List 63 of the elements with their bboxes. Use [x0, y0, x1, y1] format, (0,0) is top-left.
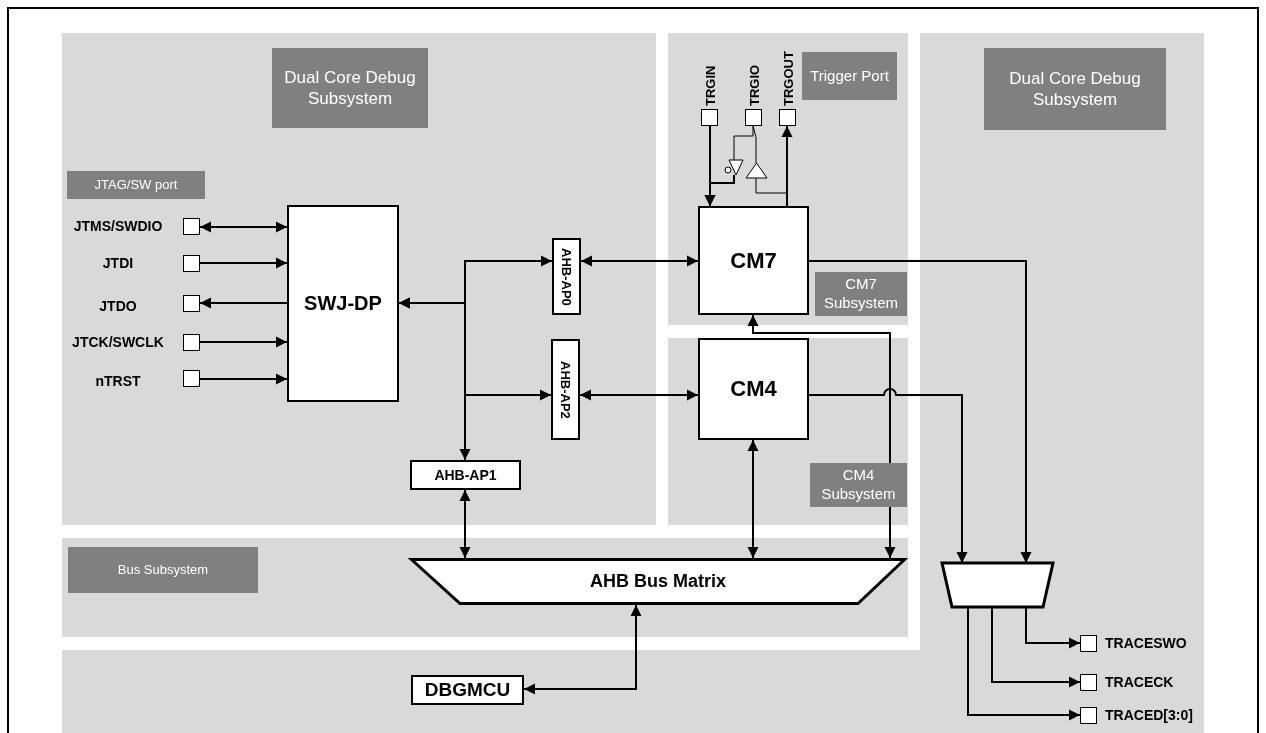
pin-square — [1080, 707, 1097, 724]
connector-arrow — [747, 314, 896, 559]
connector-arrow — [580, 255, 699, 267]
connector-arrow — [808, 388, 968, 564]
pin-square — [1080, 674, 1097, 691]
subsystem-panel — [668, 338, 908, 525]
connector-arrow — [781, 125, 793, 207]
buffer-symbol — [746, 163, 767, 178]
connector-arrow — [579, 389, 699, 401]
subsystem-panel — [62, 538, 908, 637]
subsystem-panel — [62, 33, 656, 525]
pin-label: TRGIN — [703, 64, 719, 106]
subsystem-tag: Bus Subsystem — [68, 547, 258, 593]
block-box: AHB-AP2 — [551, 339, 580, 440]
pin-label: TRGIO — [747, 63, 763, 106]
pin-label: nTRST — [94, 373, 142, 390]
subsystem-tag: Dual Core Debug Subsystem — [272, 48, 428, 128]
subsystem-tag: Dual Core Debug Subsystem — [984, 48, 1166, 130]
connector-arrow — [199, 257, 288, 269]
pin-label: TRACED[3:0] — [1105, 707, 1194, 724]
pin-square — [183, 295, 200, 312]
connector-arrow — [199, 297, 288, 309]
block-box: CM7 — [698, 206, 809, 315]
pin-label: TRGOUT — [781, 50, 797, 106]
pin-square — [183, 370, 200, 387]
block-box: AHB-AP1 — [410, 460, 521, 490]
connector-arrow — [459, 489, 471, 559]
connector-arrow — [1025, 607, 1081, 649]
connector-arrow — [199, 336, 288, 348]
connector-arrow — [991, 607, 1081, 688]
trace-multiplexer — [942, 563, 1054, 608]
pin-square — [779, 109, 796, 126]
bus-matrix: AHB Bus Matrix — [410, 558, 906, 605]
pin-label: JTDI — [101, 255, 135, 272]
pin-label: JTCK/SWCLK — [71, 334, 165, 351]
pin-label: JTDO — [98, 298, 138, 315]
subsystem-tag: Trigger Port — [802, 52, 897, 100]
subsystem-tag: JTAG/SW port — [67, 171, 205, 199]
block-box: CM4 — [698, 338, 809, 440]
pin-square — [183, 334, 200, 351]
pin-label: TRACESWO — [1105, 635, 1188, 652]
pin-label: TRACECK — [1105, 674, 1175, 691]
pin-square — [701, 109, 718, 126]
connector-arrow — [967, 607, 1081, 721]
connector-arrow — [398, 297, 471, 461]
pin-square — [183, 218, 200, 235]
subsystem-panel — [668, 33, 908, 325]
pin-square — [1080, 635, 1097, 652]
buffer-symbol — [724, 160, 743, 175]
connector-arrow — [199, 221, 288, 233]
block-box: SWJ-DP — [287, 205, 399, 402]
connector-arrow — [747, 439, 759, 559]
connector-arrow — [808, 260, 1032, 564]
subsystem-tag: CM7 Subsystem — [815, 272, 907, 316]
block-box: DBGMCU — [411, 675, 524, 705]
subsystem-tag: CM4 Subsystem — [810, 463, 907, 507]
block-box: AHB-AP0 — [552, 238, 581, 315]
connector-arrow — [704, 174, 735, 207]
connector-arrow — [523, 604, 642, 695]
pin-square — [745, 109, 762, 126]
pin-label: JTMS/SWDIO — [72, 218, 164, 235]
pin-square — [183, 255, 200, 272]
connector-arrow — [199, 373, 288, 385]
